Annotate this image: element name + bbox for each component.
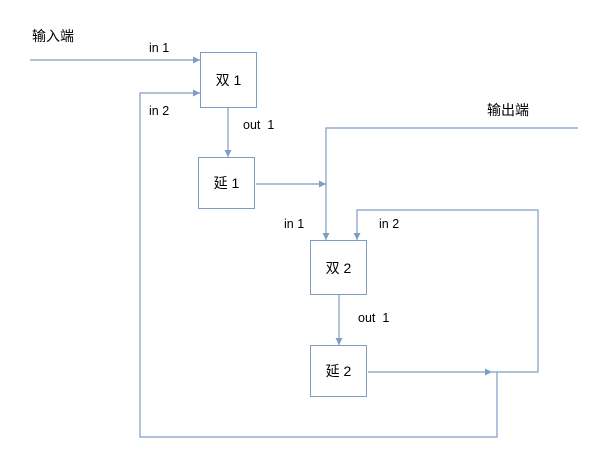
- block-yan1: 延 1: [198, 157, 255, 209]
- feedback-loop-line: [139, 89, 498, 438]
- shuang1-in1-label: in 1: [149, 41, 170, 55]
- output-terminal-label: 输出端: [487, 102, 529, 118]
- shuang2-in2-label: in 2: [379, 217, 400, 231]
- block-shuang1: 双 1: [200, 52, 257, 108]
- block-shuang2: 双 2: [310, 240, 367, 295]
- shuang2-in2-feedback-line: [353, 209, 539, 373]
- block-yan2: 延 2: [310, 345, 367, 397]
- shuang1-out1-label: out 1: [243, 118, 275, 132]
- output-line: [325, 127, 578, 184]
- shuang1-in2-label: in 2: [149, 104, 170, 118]
- shuang2-in1-label: in 1: [284, 217, 305, 231]
- shuang2-out1-label: out 1: [358, 311, 390, 325]
- input-terminal-label: 输入端: [32, 28, 74, 44]
